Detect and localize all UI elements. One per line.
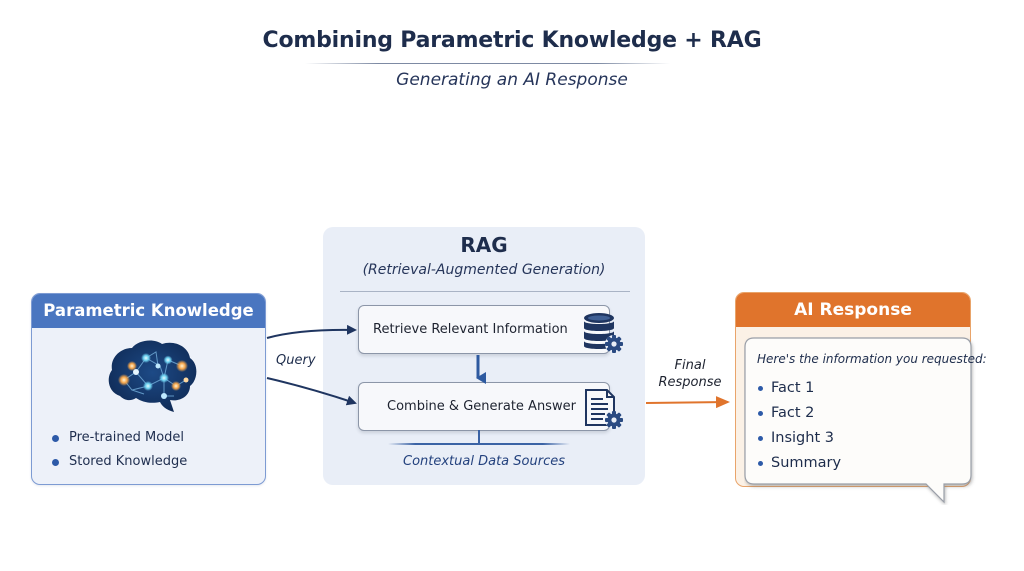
bullet-icon [758,386,763,391]
response-intro: Here's the information you requested: [757,352,987,366]
query-label: Query [276,353,316,368]
speech-bubble [744,337,972,504]
parametric-knowledge-title: Parametric Knowledge [32,294,265,328]
database-gear-icon [584,313,623,353]
list-item: Insight 3 [758,426,841,451]
list-item: Stored Knowledge [52,450,187,474]
rag-panel: RAG (Retrieval-Augmented Generation) Ret… [323,227,645,485]
retrieve-step-label: Retrieve Relevant Information [373,322,568,337]
bullet-icon [758,411,763,416]
rag-divider [340,291,630,292]
bullet-icon [758,436,763,441]
diagram-subtitle: Generating an AI Response [396,70,628,90]
rag-subtitle: (Retrieval-Augmented Generation) [362,262,606,278]
list-item: Pre-trained Model [52,426,187,450]
data-sources-connector [478,430,480,444]
parametric-knowledge-box: Parametric Knowledge [31,293,266,485]
document-gear-icon [585,389,623,429]
final-response-arrow [645,396,730,409]
list-item: Fact 2 [758,401,841,426]
combine-step-label: Combine & Generate Answer [387,399,576,414]
bullet-icon [52,458,59,466]
response-list: Fact 1 Fact 2 Insight 3 Summary [758,376,841,476]
data-sources-line [388,443,570,445]
parametric-knowledge-list: Pre-trained Model Stored Knowledge [52,426,187,474]
rag-title: RAG [460,233,508,257]
list-item: Summary [758,451,841,476]
data-sources-label: Contextual Data Sources [403,454,565,469]
retrieve-step-box: Retrieve Relevant Information [358,305,623,354]
diagram-title: Combining Parametric Knowledge + RAG [262,28,762,53]
title-divider [305,63,670,64]
bullet-icon [52,434,59,442]
bullet-icon [758,461,763,466]
ai-response-title: AI Response [736,293,970,327]
combine-step-box: Combine & Generate Answer [358,382,623,431]
list-item: Fact 1 [758,376,841,401]
brain-network-icon [108,340,197,412]
